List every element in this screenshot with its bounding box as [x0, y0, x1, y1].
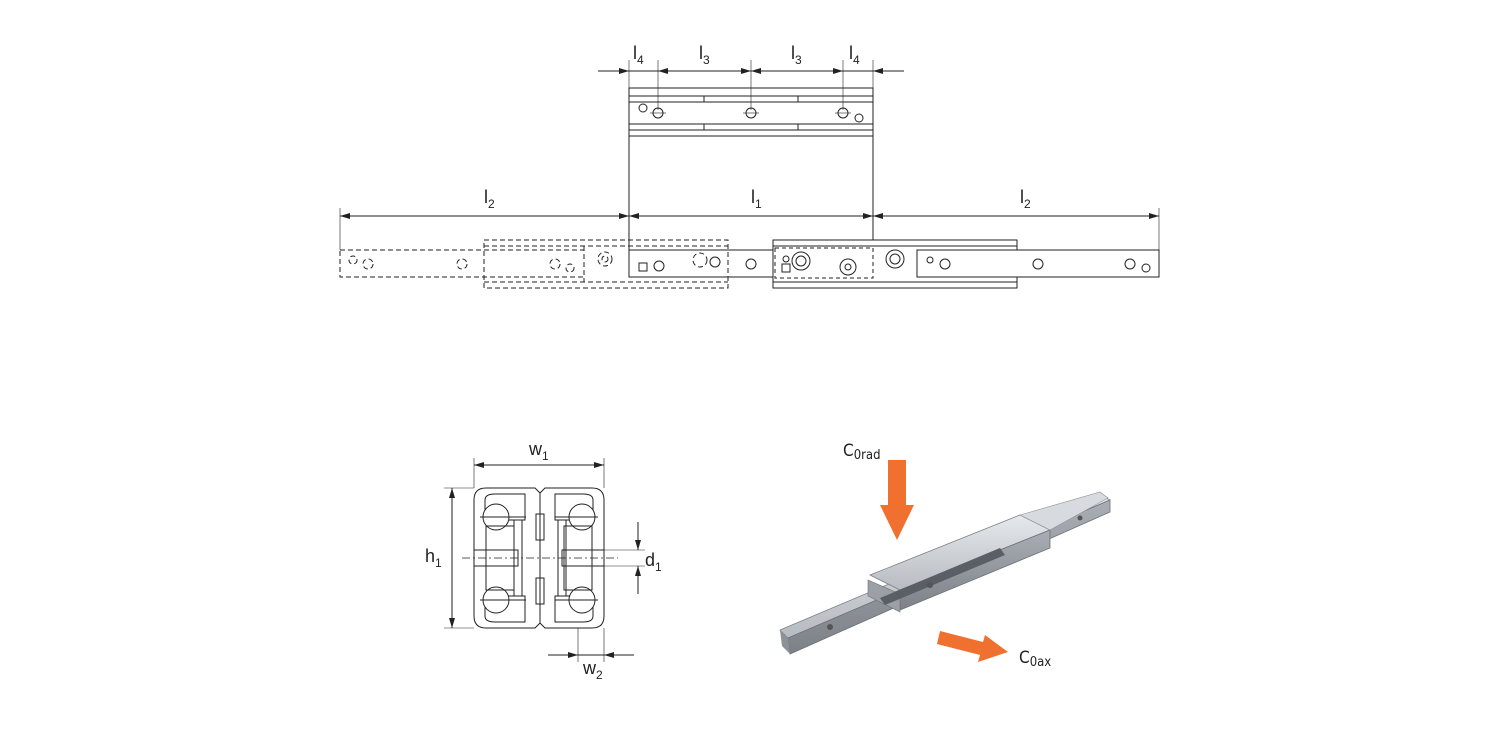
side-view-extended	[628, 239, 1160, 289]
dimension-label-w1: w1	[529, 439, 549, 463]
slide-3d-render	[779, 491, 1111, 655]
dimension-label-l4-left: l4	[633, 43, 644, 67]
dimension-label-w2: w2	[583, 658, 603, 682]
dimension-label-l1: l1	[751, 187, 762, 211]
dimension-label-d1: d1	[645, 550, 662, 574]
cross-section-view	[462, 487, 618, 629]
top-slider-view	[628, 87, 874, 250]
length-dimension-lines	[339, 208, 1160, 250]
dimension-label-l2-right: l2	[1020, 187, 1031, 211]
dimension-label-h1: h1	[425, 546, 442, 570]
top-dimension-lines	[598, 60, 904, 110]
cross-section-dimension-lines	[444, 458, 645, 662]
load-label-radial: C0rad	[843, 441, 881, 463]
side-view-dashed-retracted	[339, 239, 729, 289]
dimension-label-l3-right: l3	[791, 43, 802, 67]
load-label-axial: C0ax	[1019, 648, 1052, 670]
axial-load-arrow	[937, 631, 1008, 662]
dimension-label-l2-left: l2	[484, 187, 495, 211]
dimension-label-l4-right: l4	[849, 43, 860, 67]
dimension-label-l3-left: l3	[699, 43, 710, 67]
radial-load-arrow	[880, 460, 914, 540]
